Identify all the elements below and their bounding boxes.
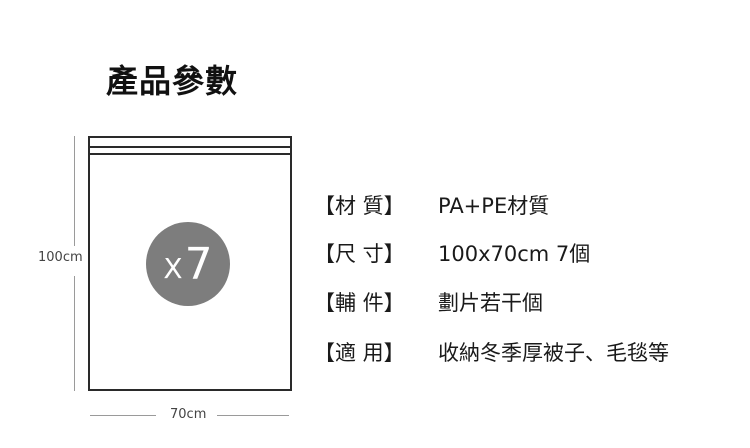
spec-label: 【適 用】 — [314, 341, 405, 365]
zipper-line — [90, 146, 290, 148]
width-dimension-line-right — [217, 415, 289, 416]
spec-label: 【尺 寸】 — [314, 242, 405, 266]
spec-value: PA+PE材質 — [438, 194, 550, 218]
page-title: 產品參數 — [106, 62, 239, 100]
spec-label: 【材 質】 — [314, 194, 405, 218]
spec-value: 收納冬季厚被子、毛毯等 — [438, 341, 669, 365]
bag-illustration — [88, 136, 292, 391]
height-dimension-line-bottom — [74, 276, 75, 391]
quantity-prefix: X — [163, 251, 183, 285]
quantity-badge: X 7 — [146, 222, 230, 306]
width-label: 70cm — [170, 407, 207, 422]
zipper-line — [90, 153, 290, 155]
width-dimension-line-left — [90, 415, 156, 416]
quantity-number: 7 — [184, 238, 213, 290]
spec-label: 【輔 件】 — [314, 291, 405, 315]
height-dimension-line-top — [74, 136, 75, 246]
spec-value: 劃片若干個 — [438, 291, 543, 315]
height-label: 100cm — [38, 250, 83, 265]
spec-value: 100x70cm 7個 — [438, 242, 591, 266]
